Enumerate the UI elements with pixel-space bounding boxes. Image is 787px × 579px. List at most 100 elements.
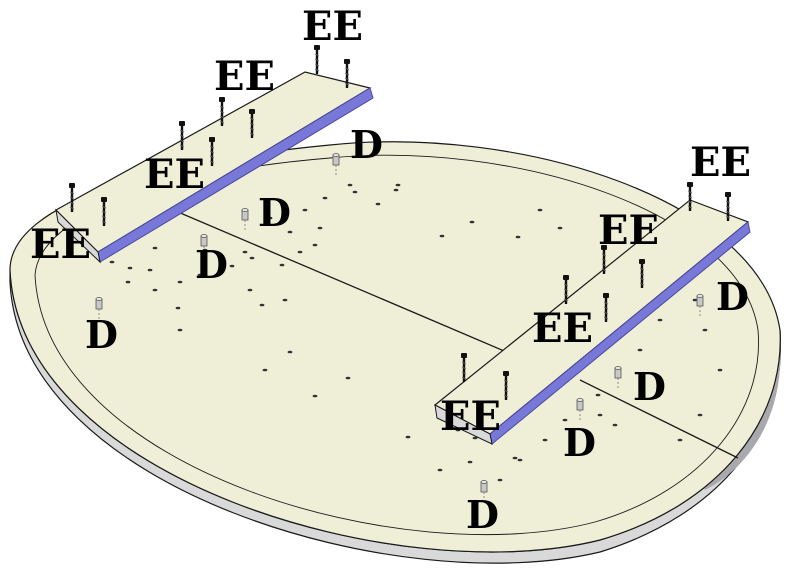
pilot-hole [393,188,399,192]
label-d-2: D [258,190,291,235]
pilot-hole [312,394,318,398]
screw-icon [344,59,350,88]
pilot-hole [125,280,131,284]
screw-icon [639,259,645,288]
label-ee-rail2-4: EE [440,393,501,440]
dowel-icon [480,480,488,504]
pilot-hole [697,413,703,417]
pilot-hole [109,260,115,264]
pilot-hole [177,328,183,332]
pilot-hole [247,288,253,292]
dowel-icon [614,366,622,390]
screw-icon [179,121,185,150]
pilot-hole [692,298,698,302]
screw-icon [461,353,467,382]
pilot-hole [497,478,503,482]
screw-icon [101,197,107,226]
label-ee-rail2-1: EE [690,139,751,186]
label-d-7: D [563,420,596,465]
pilot-hole [302,208,308,212]
rail-upper-left-end [55,208,101,264]
dowel-icon [200,234,208,258]
screw-icon [603,293,609,322]
pilot-hole [175,306,181,310]
label-ee-rail1-3: EE [144,151,205,198]
pilot-hole [262,368,268,372]
pilot-hole [455,428,461,432]
pilot-hole [595,393,601,397]
pilot-hole [512,456,518,460]
pilot-hole [249,256,255,260]
pilot-hole [375,202,381,206]
pilot-hole [542,438,548,442]
label-d-1: D [350,122,383,167]
screw-icon [219,97,225,126]
screw-icon [725,192,731,221]
label-ee-rail2-2: EE [598,207,659,254]
dowel-icon [332,153,340,177]
pilot-hole [282,298,288,302]
pilot-hole [405,435,411,439]
pilot-hole [127,266,133,270]
pilot-hole [557,226,563,230]
pilot-hole [677,438,683,442]
pilot-hole [147,268,153,272]
dowel-icon [696,294,704,318]
pilot-hole [657,318,663,322]
screw-icon [601,245,607,274]
screw-icon [503,371,509,400]
pilot-holes [87,183,723,482]
label-d-3: D [195,242,228,287]
label-ee-rail1-4: EE [30,221,91,268]
label-ee-rail2-3: EE [532,305,593,352]
seam-line-1 [177,211,531,363]
pilot-hole [322,196,328,200]
pilot-hole [267,216,273,220]
pilot-hole [242,250,248,254]
pilot-hole [347,183,353,187]
pilot-hole [437,468,443,472]
rail-lower-right [433,199,751,445]
pilot-hole [517,458,523,462]
label-ee-rail1-2: EE [214,53,275,100]
pilot-hole [297,250,303,254]
callout-labels: EE EE EE EE EE EE EE EE D D D D D D D D [30,3,751,537]
pilot-hole [637,348,643,352]
screw-icon [249,109,255,138]
pilot-hole [352,190,358,194]
screw-icon [563,275,569,304]
dowel-group [95,153,704,504]
pilot-hole [467,460,473,464]
label-d-4: D [85,312,118,357]
pilot-hole [287,350,293,354]
seam-line-2 [579,379,739,459]
pilot-hole [439,234,445,238]
pilot-hole [515,235,521,239]
screw-group [69,45,731,400]
pilot-hole [345,376,351,380]
pilot-hole [229,264,235,268]
pilot-hole [312,243,318,247]
pilot-hole [197,273,203,277]
rail-lower-right-end [434,404,493,445]
pilot-hole [177,280,183,284]
pilot-hole [152,246,158,250]
pilot-hole [279,263,285,267]
label-ee-rail1-1: EE [302,3,363,50]
dowel-icon [95,297,103,321]
pilot-hole [612,423,618,427]
pilot-hole [469,220,475,224]
pilot-hole [317,226,323,230]
pilot-hole [717,368,723,372]
dowel-icon [576,398,584,422]
pilot-hole [562,418,568,422]
pilot-hole [152,288,158,292]
screw-icon [209,137,215,166]
pilot-hole [702,328,708,332]
pilot-hole [395,183,401,187]
pilot-hole [287,230,293,234]
dowel-icon [241,208,249,232]
pilot-hole [472,436,478,440]
screw-icon [314,45,320,74]
